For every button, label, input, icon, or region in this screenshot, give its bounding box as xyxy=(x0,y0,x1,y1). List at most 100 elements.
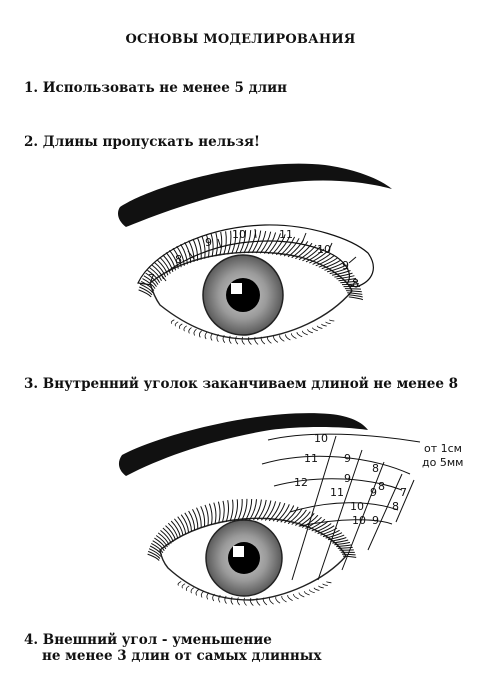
lash xyxy=(142,278,156,289)
lash xyxy=(219,231,223,256)
grid-label: 8 xyxy=(378,480,385,493)
lash xyxy=(295,511,311,526)
lash xyxy=(170,520,181,538)
lash xyxy=(152,540,165,552)
lash xyxy=(317,525,335,535)
lash xyxy=(148,550,161,559)
lash xyxy=(273,335,279,343)
grid-label: 7 xyxy=(400,486,407,499)
lash xyxy=(149,267,162,282)
lash xyxy=(332,539,349,544)
page-title: ОСНОВЫ МОДЕЛИРОВАНИЯ xyxy=(125,32,356,47)
rule-3: 3. Внутренний уголок заканчиваем длиной … xyxy=(24,376,459,392)
lash xyxy=(287,508,303,525)
grid-note: от 1см до 5мм xyxy=(422,442,463,469)
lash xyxy=(272,502,286,522)
lash xyxy=(229,499,234,522)
lash xyxy=(228,335,232,344)
lash xyxy=(192,509,199,529)
lash xyxy=(188,510,196,531)
lash xyxy=(174,518,184,536)
lash xyxy=(259,231,272,254)
lash xyxy=(256,597,261,606)
lash xyxy=(342,555,357,558)
lash xyxy=(338,277,357,282)
pupil-highlight xyxy=(233,546,244,557)
lash xyxy=(316,325,323,329)
lash xyxy=(341,283,360,286)
lash xyxy=(225,500,230,522)
lash xyxy=(210,333,213,341)
grid-label: 12 xyxy=(294,476,308,489)
lash xyxy=(178,323,183,330)
lash xyxy=(196,507,202,528)
lash xyxy=(283,238,300,257)
lash xyxy=(223,231,227,255)
lash xyxy=(208,503,213,525)
lash xyxy=(206,234,210,258)
lash xyxy=(176,245,185,266)
length-label: 9 xyxy=(342,259,349,272)
grid-labels: 10 11 9 8 9 8 7 12 11 10 9 8 10 9 xyxy=(294,432,407,527)
lash xyxy=(298,513,315,527)
lash xyxy=(183,325,187,332)
lash xyxy=(235,336,239,345)
lash xyxy=(344,288,362,290)
lash xyxy=(330,537,347,542)
lash xyxy=(156,259,169,276)
lash xyxy=(322,583,328,586)
lash xyxy=(307,329,314,334)
lash xyxy=(347,292,363,295)
lash xyxy=(275,596,281,604)
lash xyxy=(165,525,176,541)
lash xyxy=(180,243,188,265)
lash xyxy=(337,546,353,549)
lash xyxy=(336,275,355,280)
lash xyxy=(348,296,364,301)
lash xyxy=(334,272,353,278)
lash xyxy=(336,544,352,548)
pupil-highlight xyxy=(231,283,242,294)
lash xyxy=(138,289,152,298)
lash xyxy=(291,509,307,525)
lash xyxy=(143,275,157,287)
lash xyxy=(169,249,179,269)
grid-label: 11 xyxy=(304,452,318,465)
length-labels: 7 8 9 10 11 10 9 8 xyxy=(148,228,359,290)
lash xyxy=(315,255,335,267)
upper-lashes xyxy=(138,230,364,301)
lash xyxy=(325,532,343,539)
lash xyxy=(149,545,163,555)
lower-lashes xyxy=(170,319,335,345)
lash xyxy=(192,238,199,261)
lash xyxy=(195,589,199,596)
lash xyxy=(139,283,154,294)
lash xyxy=(267,233,281,255)
lash xyxy=(266,336,272,344)
lash xyxy=(264,501,277,521)
grid-label: 10 xyxy=(314,432,328,445)
lash xyxy=(193,328,197,336)
lash xyxy=(153,261,167,278)
lash xyxy=(184,512,192,532)
lash xyxy=(230,596,234,605)
lash xyxy=(185,585,190,592)
lash xyxy=(247,336,252,345)
rule-4: 4. Внешний угол - уменьшение не менее 3 … xyxy=(24,632,321,664)
lash xyxy=(177,516,187,535)
eyebrow xyxy=(118,163,392,227)
lash xyxy=(241,498,248,521)
lash xyxy=(160,530,172,544)
lash xyxy=(308,589,315,594)
lash xyxy=(298,244,317,261)
lash xyxy=(167,522,179,539)
grid-label: 8 xyxy=(392,500,399,513)
eyebrow xyxy=(118,413,368,476)
lash xyxy=(147,269,161,283)
rule-4-line-1: 4. Внешний угол - уменьшение xyxy=(24,632,272,648)
lash xyxy=(346,290,362,293)
lash xyxy=(243,597,247,606)
lash xyxy=(301,330,308,336)
lash xyxy=(281,595,287,603)
note-line-2: до 5мм xyxy=(422,456,463,469)
